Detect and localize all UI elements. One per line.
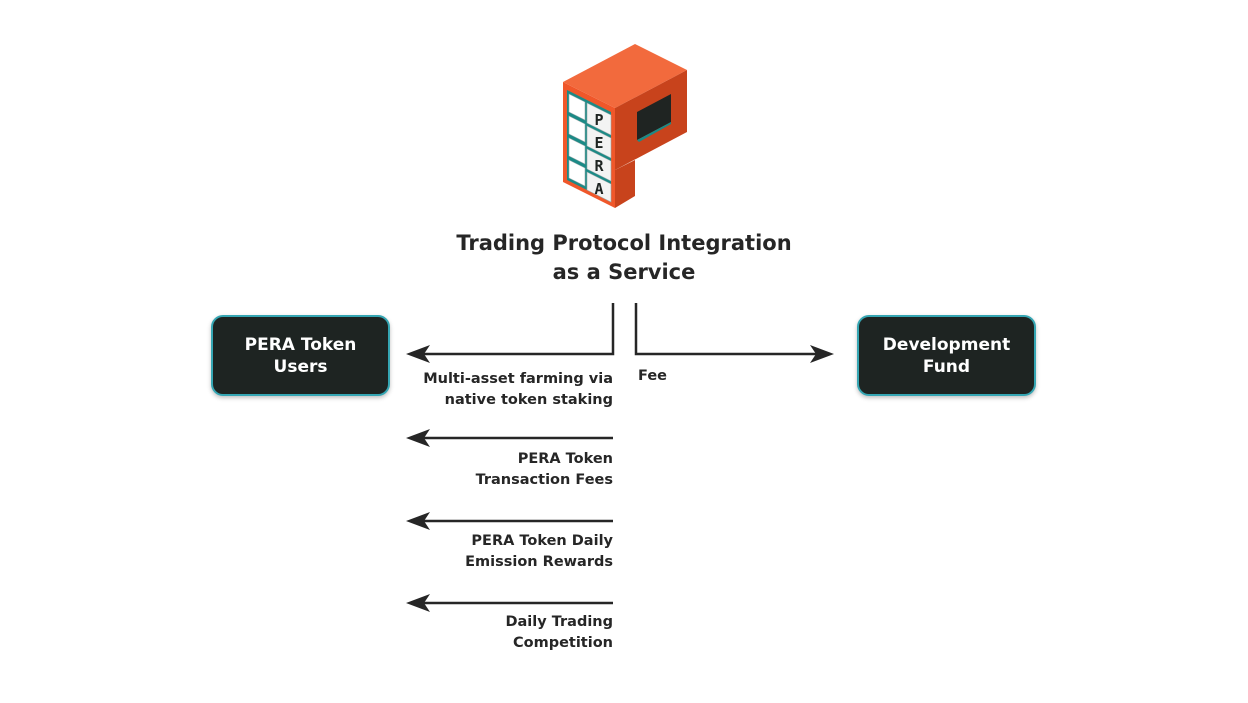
pera-logo: P E R A <box>555 40 695 210</box>
node-users-line-2: Users <box>273 356 328 377</box>
label-competition-line-2: Competition <box>512 635 613 651</box>
node-users-line-1: PERA Token <box>244 334 357 355</box>
title-line-2: as a Service <box>552 260 696 284</box>
node-development-fund: Development Fund <box>857 315 1036 396</box>
label-emission-rewards: PERA Token Daily Emission Rewards <box>465 531 613 573</box>
label-farming-line-1: Multi-asset farming via <box>423 371 613 387</box>
diagram-title: Trading Protocol Integration as a Servic… <box>424 229 824 287</box>
label-transaction-fees: PERA Token Transaction Fees <box>476 449 613 491</box>
arrowhead-fee <box>810 345 834 363</box>
node-pera-token-users: PERA Token Users <box>211 315 390 396</box>
arrowhead-competition <box>406 594 430 612</box>
logo-letter-r: R <box>594 157 604 175</box>
label-competition-line-1: Daily Trading <box>505 614 613 630</box>
logo-letter-p: P <box>594 111 603 129</box>
label-fee: Fee <box>638 366 667 387</box>
arrowhead-emission <box>406 512 430 530</box>
logo-letter-e: E <box>594 134 603 152</box>
title-line-1: Trading Protocol Integration <box>456 231 792 255</box>
label-tx-fees-line-1: PERA Token <box>517 451 613 467</box>
node-fund-line-1: Development <box>882 334 1011 355</box>
label-emission-line-1: PERA Token Daily <box>471 533 613 549</box>
label-fee-text: Fee <box>638 368 667 384</box>
label-emission-line-2: Emission Rewards <box>465 554 613 570</box>
pera-logo-icon: P E R A <box>563 44 687 208</box>
arrowhead-farming <box>406 345 430 363</box>
label-trading-competition: Daily Trading Competition <box>505 612 613 654</box>
logo-letter-a: A <box>594 180 603 198</box>
label-farming-line-2: native token staking <box>444 392 613 408</box>
node-fund-line-2: Fund <box>922 356 971 377</box>
arrow-fee <box>634 303 830 356</box>
label-tx-fees-line-2: Transaction Fees <box>475 472 613 488</box>
label-farming: Multi-asset farming via native token sta… <box>423 369 613 411</box>
arrowhead-tx-fees <box>406 429 430 447</box>
arrow-farming <box>410 303 615 356</box>
